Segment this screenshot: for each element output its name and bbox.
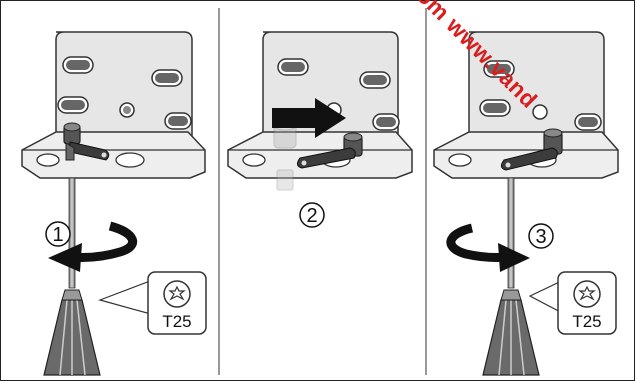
tool-size-label-1: T25 xyxy=(162,312,191,331)
screwdriver-shaft xyxy=(507,177,515,289)
panel-2: 2 xyxy=(227,31,413,228)
cam-arm xyxy=(500,147,558,171)
step-number-1 xyxy=(45,221,71,247)
rotation-arrow xyxy=(446,223,509,263)
torx-icon xyxy=(573,280,601,308)
step-number-2-label: 2 xyxy=(306,205,317,227)
step-number-3 xyxy=(528,223,554,249)
step-number-2 xyxy=(299,202,325,228)
push-arrow xyxy=(272,98,346,138)
cam-arm xyxy=(296,147,356,169)
step-number-3-label: 3 xyxy=(535,226,546,248)
panel-1: 1 T25 xyxy=(21,31,207,376)
torx-icon xyxy=(163,280,191,308)
tool-size-label-3: T25 xyxy=(572,312,601,331)
step-number-1-label: 1 xyxy=(52,224,63,246)
panel-3: 3 T25 xyxy=(433,31,619,376)
rotation-arrow xyxy=(69,221,137,262)
